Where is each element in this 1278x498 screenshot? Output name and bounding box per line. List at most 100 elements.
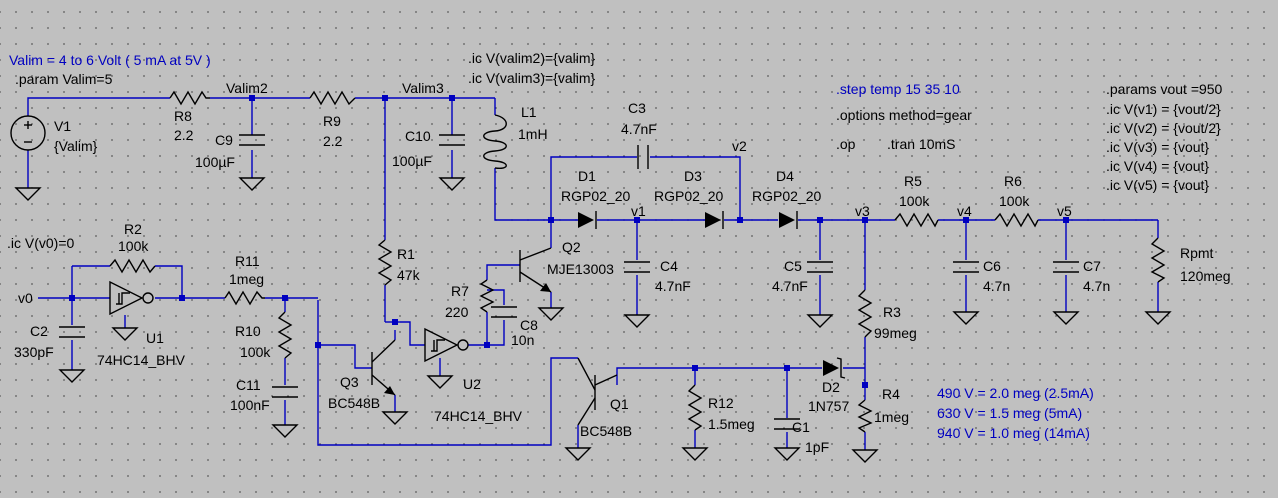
ground-icon (1144, 311, 1172, 325)
ground-icon (773, 447, 801, 461)
r11-name: R11 (235, 253, 260, 269)
ground-icon (806, 314, 834, 328)
resistor-icon[interactable] (224, 290, 265, 306)
resistor-icon[interactable] (687, 384, 703, 431)
capacitor-icon[interactable] (807, 261, 833, 273)
c11-name: C11 (236, 377, 261, 393)
ground-icon (1052, 311, 1080, 325)
c4-name: C4 (660, 258, 678, 274)
diode-icon[interactable] (705, 211, 724, 229)
npn-transistor-icon[interactable] (577, 357, 618, 426)
resistor-icon[interactable] (377, 239, 393, 286)
params-vout-directive: .params vout =950 (1106, 81, 1223, 97)
net-label-v1: v1 (631, 203, 646, 219)
ground-icon (426, 375, 454, 389)
capacitor-icon[interactable] (637, 145, 649, 169)
ground-icon (271, 424, 299, 438)
options-directive: .options method=gear (836, 107, 972, 123)
op-directive: .op (836, 136, 856, 152)
resistor-icon[interactable] (1150, 237, 1166, 283)
r5-name: R5 (904, 173, 922, 189)
resistor-icon[interactable] (857, 289, 873, 338)
d3-value: RGP02_20 (654, 188, 723, 204)
resistor-icon[interactable] (479, 279, 495, 313)
ground-icon (623, 314, 651, 328)
capacitor-icon[interactable] (953, 261, 979, 273)
npn-transistor-icon[interactable] (371, 339, 396, 396)
schmitt-inverter-icon[interactable] (424, 327, 469, 363)
inductor-icon[interactable] (483, 114, 507, 170)
capacitor-icon[interactable] (272, 386, 298, 398)
diode-icon[interactable] (578, 211, 597, 229)
r1-name: R1 (397, 246, 415, 262)
r10-value: 100k (240, 344, 271, 360)
r8-name: R8 (174, 108, 192, 124)
c5-name: C5 (784, 258, 802, 274)
r7-value: 220 (445, 304, 469, 320)
d3-name: D3 (684, 168, 702, 184)
u2-value: 74HC14_BHV (434, 408, 523, 424)
q1-value: BC548B (580, 423, 632, 439)
c9-value: 100µF (195, 154, 235, 170)
capacitor-icon[interactable] (59, 326, 85, 338)
npn-transistor-icon[interactable] (519, 247, 552, 293)
voltage-source-icon[interactable] (10, 115, 46, 151)
r12-name: R12 (708, 395, 734, 411)
r4-value: 1meg (874, 409, 909, 425)
r3-name: R3 (883, 304, 901, 320)
resistor-icon[interactable] (857, 399, 873, 433)
resistor-icon[interactable] (309, 90, 356, 106)
r6-name: R6 (1004, 173, 1022, 189)
resistor-icon[interactable] (894, 212, 939, 228)
schmitt-inverter-icon[interactable] (109, 280, 154, 316)
tran-directive: .tran 10mS (887, 136, 955, 152)
resistor-icon[interactable] (109, 258, 156, 274)
c5-value: 4.7nF (772, 278, 808, 294)
rpmt-name: Rpmt (1180, 245, 1214, 261)
capacitor-icon[interactable] (1053, 261, 1079, 273)
capacitor-icon[interactable] (774, 418, 800, 430)
c9-name: C9 (215, 132, 233, 148)
valim-range-note: Valim = 4 to 6 Volt ( 5 mA at 5V ) (9, 52, 211, 68)
step-temp-directive: .step temp 15 35 10 (836, 81, 960, 97)
r1-value: 47k (397, 267, 421, 283)
junctions (69, 95, 1069, 388)
d1-value: RGP02_20 (561, 188, 630, 204)
net-label-v2: v2 (732, 138, 747, 154)
ground-icon (111, 327, 139, 341)
r10-name: R10 (235, 323, 261, 339)
r9-value: 2.2 (323, 133, 343, 149)
resistor-icon[interactable] (169, 90, 210, 106)
r11-value: 1meg (229, 271, 264, 287)
net-label-valim2: Valim2 (226, 80, 268, 96)
c2-value: 330pF (14, 344, 54, 360)
capacitor-icon[interactable] (439, 134, 465, 146)
d2-value: 1N757 (808, 398, 849, 414)
capacitor-icon[interactable] (624, 261, 650, 273)
c8-name: C8 (520, 317, 538, 333)
net-label-valim3: Valim3 (402, 80, 444, 96)
r3-value: 99meg (874, 325, 917, 341)
diode-icon[interactable] (779, 211, 798, 229)
ic-valim2-directive: .ic V(valim2)={valim} (468, 50, 596, 66)
note-line-2: 630 V = 1.5 meg (5mA) (937, 405, 1082, 421)
c7-name: C7 (1083, 258, 1101, 274)
capacitor-icon[interactable] (491, 306, 517, 318)
c1-name: C1 (792, 419, 810, 435)
c3-name: C3 (628, 100, 646, 116)
u2-name: U2 (463, 376, 481, 392)
c6-name: C6 (983, 258, 1001, 274)
r4-name: R4 (882, 386, 900, 402)
ground-icon (851, 449, 879, 463)
r12-value: 1.5meg (708, 416, 755, 432)
capacitor-icon[interactable] (239, 134, 265, 146)
note-line-1: 490 V = 2.0 meg (2.5mA) (937, 385, 1094, 401)
resistor-icon[interactable] (994, 212, 1039, 228)
net-label-v3: v3 (855, 203, 870, 219)
r6-value: 100k (999, 193, 1030, 209)
ic-v0-directive: .ic V(v0)=0 (7, 235, 75, 251)
zener-diode-icon[interactable] (823, 357, 846, 379)
resistor-icon[interactable] (277, 311, 293, 359)
wires (27, 97, 1159, 450)
